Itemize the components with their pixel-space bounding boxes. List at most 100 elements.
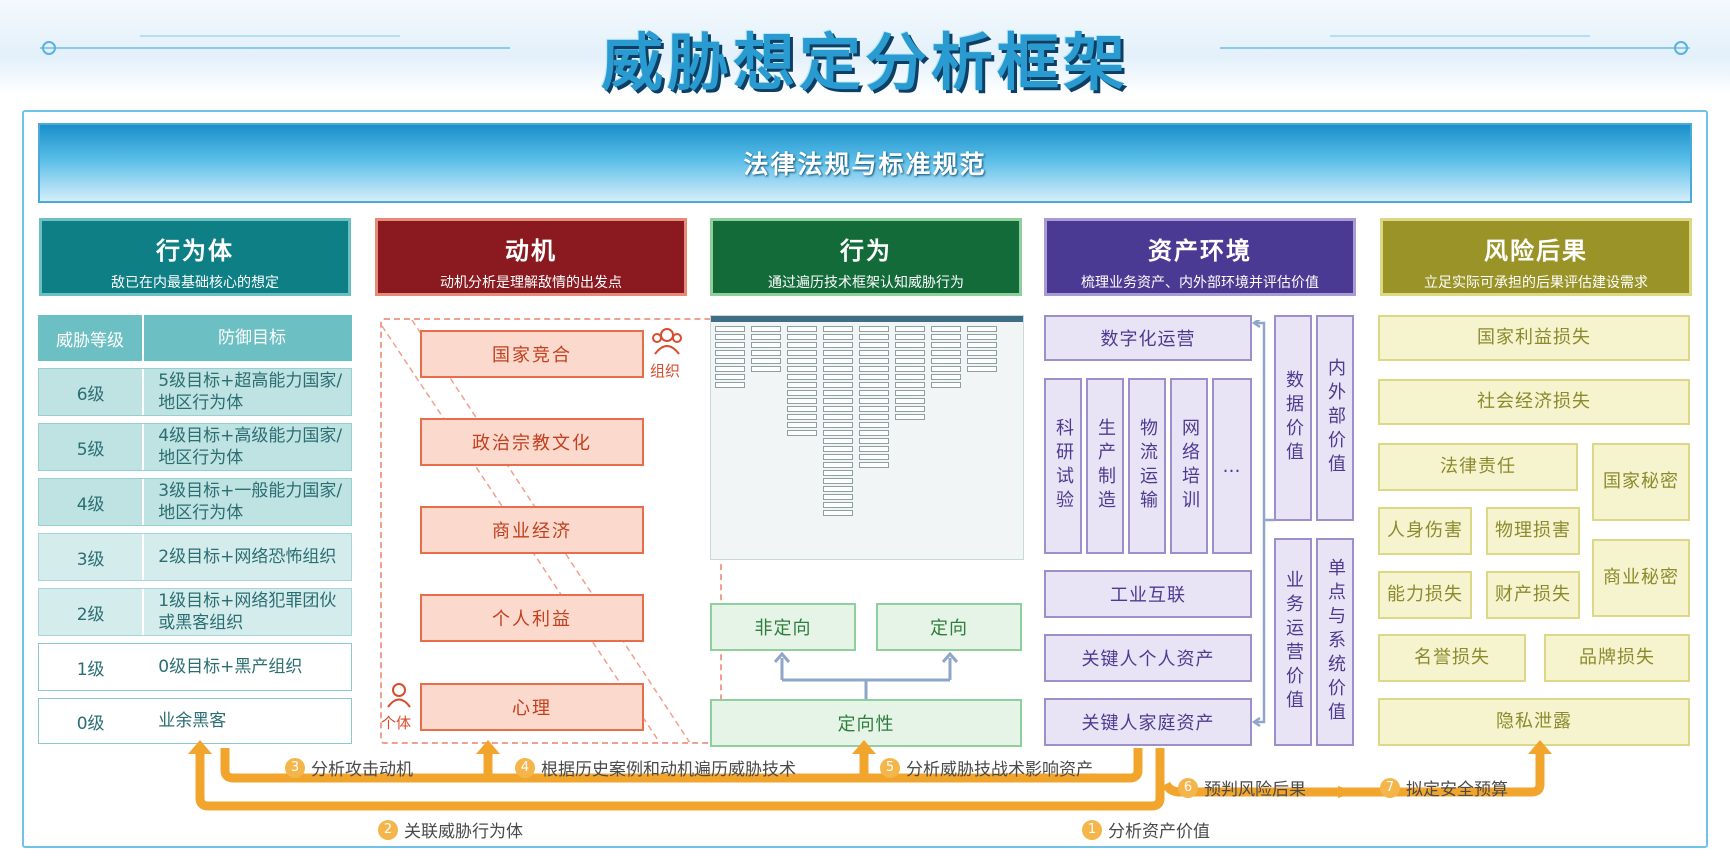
actor-table: 威胁等级 防御目标 6级 5级目标+超高能力国家/地区行为体 5级 4级目标+高… (38, 315, 352, 751)
flow-step-4: 4 根据历史案例和动机遍历威胁技术 (515, 755, 796, 780)
risk-privacy: 隐私泄露 (1378, 698, 1690, 746)
step-number: 4 (515, 757, 535, 778)
matrix-column (787, 324, 817, 438)
step-text: 分析攻击动机 (311, 760, 413, 780)
table-row: 6级 5级目标+超高能力国家/地区行为体 (38, 368, 352, 416)
asset-col-more: … (1212, 378, 1252, 554)
asset-title: 资产环境 (1148, 237, 1252, 265)
left-circuit-node (42, 41, 56, 55)
matrix-column (967, 324, 997, 374)
flow-step-7: 7 拟定安全预算 (1380, 775, 1508, 800)
data-value-box: 数据价值 (1274, 315, 1312, 521)
table-row: 2级 1级目标+网络犯罪团伙或黑客组织 (38, 588, 352, 636)
asset-bracket-arrow (1252, 320, 1274, 728)
step-text: 根据历史案例和动机遍历威胁技术 (541, 760, 796, 780)
table-header-level: 威胁等级 (56, 330, 124, 351)
key-person-box: 关键人个人资产 (1044, 634, 1252, 682)
risk-brand: 品牌损失 (1544, 634, 1690, 682)
target-cell: 0级目标+黑产组织 (142, 644, 351, 690)
level-cell: 0级 (76, 713, 105, 734)
target-cell: 1级目标+网络犯罪团伙或黑客组织 (142, 589, 351, 635)
asset-header: 资产环境 梳理业务资产、内外部环境并评估价值 (1044, 218, 1356, 296)
digital-ops-box: 数字化运营 (1044, 315, 1252, 361)
actor-subtitle: 敌已在内最基础核心的想定 (111, 275, 279, 291)
motive-header: 动机 动机分析是理解敌情的出发点 (375, 218, 687, 296)
untargeted-box: 非定向 (710, 603, 856, 651)
person-icon (386, 682, 412, 708)
level-cell: 3级 (76, 549, 105, 570)
motive-item: 个人利益 (420, 594, 644, 642)
left-circuit-deco (40, 47, 510, 49)
actor-title: 行为体 (156, 237, 234, 265)
target-cell: 5级目标+超高能力国家/地区行为体 (142, 369, 351, 415)
target-cell: 2级目标+网络恐怖组织 (142, 534, 351, 580)
step-number: 2 (378, 819, 398, 840)
asset-subtitle: 梳理业务资产、内外部环境并评估价值 (1081, 275, 1319, 291)
flow-step-1: 1 分析资产价值 (1082, 817, 1210, 842)
behavior-title: 行为 (840, 237, 892, 265)
table-header-row: 威胁等级 防御目标 (38, 315, 352, 361)
risk-legal: 法律责任 (1378, 443, 1578, 491)
table-row: 1级 0级目标+黑产组织 (38, 643, 352, 691)
matrix-column (859, 324, 889, 470)
risk-socio-economic: 社会经济损失 (1378, 379, 1690, 425)
risk-personal-injury: 人身伤害 (1378, 507, 1472, 555)
directionality-arrows (773, 652, 959, 699)
level-cell: 5级 (76, 439, 105, 460)
step-number: 5 (880, 757, 900, 778)
step-text: 分析威胁技战术影响资产 (906, 760, 1093, 780)
risk-property: 财产损失 (1486, 571, 1580, 619)
behavior-header: 行为 通过遍历技术框架认知威胁行为 (710, 218, 1022, 296)
right-circuit-deco (1220, 47, 1690, 49)
asset-col-research: 科研试验 (1044, 378, 1082, 554)
asset-col-production: 生产制造 (1086, 378, 1124, 554)
asset-col-training: 网络培训 (1170, 378, 1208, 554)
motive-item: 国家竞合 (420, 330, 644, 378)
asset-col-logistics: 物流运输 (1128, 378, 1166, 554)
right-circuit-deco-2 (1330, 35, 1590, 37)
inout-value-box: 内外部价值 (1316, 315, 1354, 521)
flow-arrows (188, 740, 1552, 811)
table-row: 0级 业余黑客 (38, 698, 352, 744)
matrix-column (715, 324, 745, 390)
step-number: 3 (285, 757, 305, 778)
step-number: 1 (1082, 819, 1102, 840)
table-row: 3级 2级目标+网络恐怖组织 (38, 533, 352, 581)
matrix-column (823, 324, 853, 518)
target-cell: 4级目标+高级能力国家/地区行为体 (142, 424, 351, 470)
risk-physical-damage: 物理损害 (1486, 507, 1580, 555)
risk-state-secret: 国家秘密 (1592, 443, 1690, 521)
right-circuit-node (1674, 41, 1688, 55)
risk-reputation: 名誉损失 (1378, 634, 1526, 682)
matrix-column (895, 324, 925, 422)
step-text: 关联威胁行为体 (404, 822, 523, 842)
industrial-box: 工业互联 (1044, 570, 1252, 618)
step-number: 6 (1178, 777, 1198, 798)
law-banner: 法律法规与标准规范 (38, 123, 1692, 203)
targeted-box: 定向 (876, 603, 1022, 651)
step-text: 预判风险后果 (1204, 780, 1306, 800)
biz-value-box: 业务运营价值 (1274, 538, 1312, 746)
step-number: 7 (1380, 777, 1400, 798)
group-icon (650, 326, 684, 356)
page-title: 威胁想定分析框架 (600, 26, 1129, 99)
motive-title: 动机 (505, 237, 557, 265)
directionality-box: 定向性 (710, 699, 1022, 747)
step-text: 分析资产价值 (1108, 822, 1210, 842)
flow-step-2: 2 关联威胁行为体 (378, 817, 523, 842)
flow-step-3: 3 分析攻击动机 (285, 755, 413, 780)
table-row: 4级 3级目标+一般能力国家/地区行为体 (38, 478, 352, 526)
single-value-box: 单点与系统价值 (1316, 538, 1354, 746)
org-label: 组织 (650, 362, 681, 380)
step-text: 拟定安全预算 (1406, 780, 1508, 800)
motive-subtitle: 动机分析是理解敌情的出发点 (440, 275, 622, 291)
risk-header: 风险后果 立足实际可承担的后果评估建设需求 (1380, 218, 1692, 296)
motive-item: 心理 (420, 683, 644, 731)
risk-title: 风险后果 (1484, 237, 1588, 265)
level-cell: 2级 (76, 604, 105, 625)
table-row: 5级 4级目标+高级能力国家/地区行为体 (38, 423, 352, 471)
matrix-column (931, 324, 961, 390)
main-frame (22, 110, 1708, 848)
risk-subtitle: 立足实际可承担的后果评估建设需求 (1424, 275, 1648, 291)
risk-national-interest: 国家利益损失 (1378, 315, 1690, 361)
